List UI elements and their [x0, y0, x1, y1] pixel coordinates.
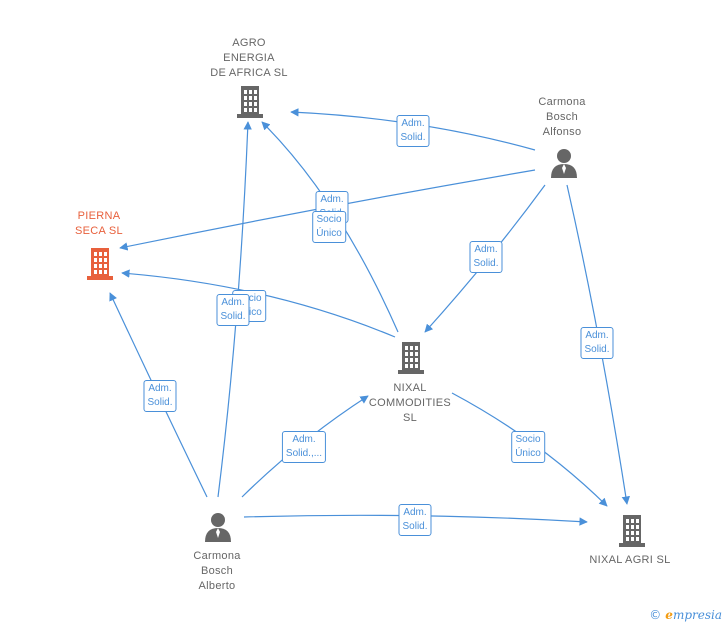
edge-label-alberto-to-agro[interactable]: Adm. Solid. — [216, 294, 250, 326]
brand-initial: e — [665, 608, 673, 622]
node-label-alberto[interactable]: Carmona Bosch Alberto — [193, 550, 241, 592]
building-icon-pierna[interactable] — [87, 246, 113, 285]
edge-label-alberto-to-pierna[interactable]: Adm. Solid. — [143, 380, 177, 412]
edge-label-alberto-to-nixal_com[interactable]: Adm. Solid.,... — [281, 431, 327, 463]
brand-name: mpresia — [672, 608, 722, 622]
edge-label-alfonso-to-nixal_com[interactable]: Adm. Solid. — [469, 241, 503, 273]
person-icon-alberto[interactable] — [204, 512, 232, 547]
node-label-agro[interactable]: AGRO ENERGIA DE AFRICA SL — [210, 37, 288, 79]
copyright-symbol: © — [649, 608, 662, 622]
node-label-pierna[interactable]: PIERNA SECA SL — [75, 210, 123, 237]
person-icon-alfonso[interactable] — [550, 148, 578, 183]
node-label-nixal-agri[interactable]: NIXAL AGRI SL — [589, 554, 671, 566]
building-icon-nixal-agri[interactable] — [619, 513, 645, 552]
node-label-nixal-com[interactable]: NIXAL COMMODITIES SL — [368, 382, 452, 424]
edge-label-nixal_com-to-agro[interactable]: Socio Único — [312, 211, 346, 243]
brand-logo: ©empresia — [649, 608, 722, 622]
building-icon-nixal-com[interactable] — [398, 340, 424, 379]
edge-label-alfonso-to-nixal_agri[interactable]: Adm. Solid. — [580, 327, 614, 359]
edge-label-nixal_com-to-nixal_agri[interactable]: Socio Único — [511, 431, 545, 463]
node-label-alfonso[interactable]: Carmona Bosch Alfonso — [538, 96, 586, 138]
edge-label-alberto-to-nixal_agri[interactable]: Adm. Solid. — [398, 504, 432, 536]
edge-label-alfonso-to-agro[interactable]: Adm. Solid. — [396, 115, 430, 147]
building-icon-agro[interactable] — [237, 84, 263, 123]
